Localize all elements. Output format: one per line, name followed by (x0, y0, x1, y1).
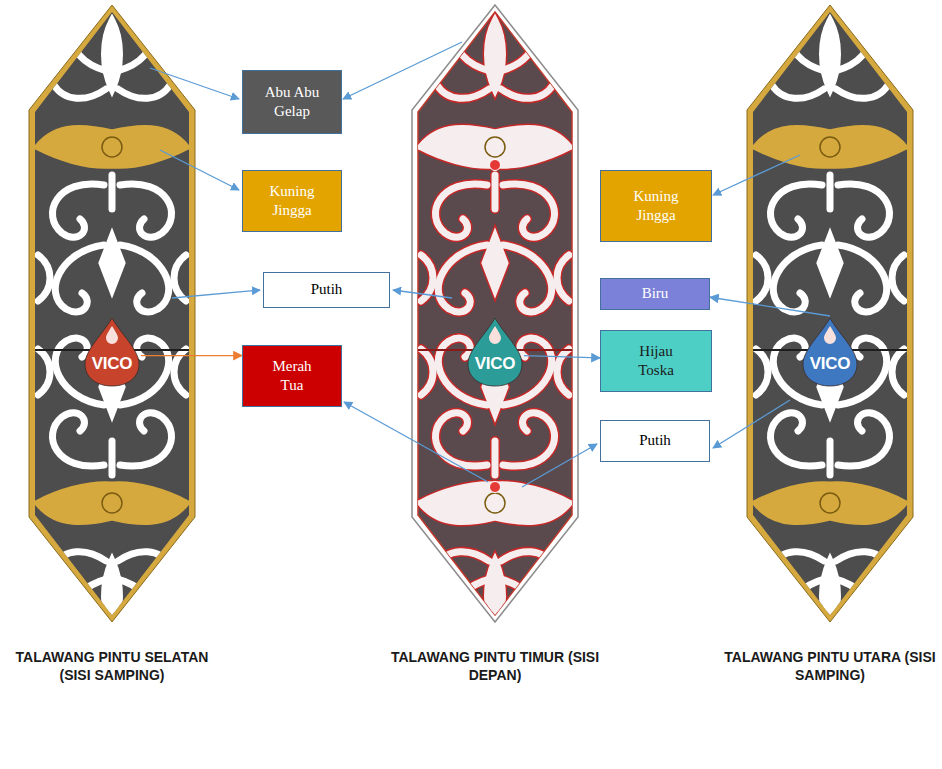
connector-arrow (710, 297, 830, 316)
drop-shape (83, 316, 141, 388)
shield-caption: TALAWANG PINTU TIMUR (SISI DEPAN) (385, 648, 605, 684)
color-name: Kuning Jingga (619, 187, 693, 226)
color-name: Hijau Toska (621, 342, 691, 381)
talawang-shield (29, 5, 195, 629)
leader-arrow (150, 68, 239, 99)
leader-arrow (344, 402, 488, 482)
color-box: Kuning Jingga (242, 170, 342, 232)
color-name: Putih (639, 431, 671, 451)
color-box: Hijau Toska (600, 330, 712, 392)
talawang-shield (747, 5, 913, 629)
leader-arrows (150, 42, 800, 487)
leader-arrow (393, 290, 452, 298)
color-box: Biru (600, 278, 710, 310)
logo-drop: VICO (466, 316, 524, 388)
color-name: Kuning Jingga (255, 182, 329, 221)
talawang-shield (412, 5, 578, 629)
color-name: Abu Abu Gelap (255, 83, 329, 122)
connector-arrow (524, 356, 600, 358)
shield-caption: TALAWANG PINTU SELATAN (SISI SAMPING) (2, 648, 222, 684)
leader-arrow (713, 155, 800, 195)
shield-caption: TALAWANG PINTU UTARA (SISI SAMPING) (720, 648, 940, 684)
leader-arrow (172, 290, 260, 298)
leader-arrow (713, 400, 790, 448)
logo-drop: VICO (83, 316, 141, 388)
color-box: Merah Tua (242, 345, 342, 407)
color-box: Abu Abu Gelap (242, 70, 342, 134)
logo-text: VICO (810, 355, 850, 372)
logo-text: VICO (92, 355, 132, 372)
color-box: Putih (600, 420, 710, 462)
drop-shape (466, 316, 524, 388)
logo-text: VICO (475, 355, 515, 372)
color-name: Merah Tua (261, 357, 323, 396)
connector-arrow (141, 355, 242, 356)
logo-drop: VICO (801, 316, 859, 388)
drop-shape (801, 316, 859, 388)
color-box: Kuning Jingga (600, 170, 712, 242)
leader-arrow (160, 150, 239, 190)
color-name: Biru (642, 284, 669, 304)
color-name: Putih (311, 280, 343, 300)
leader-arrow (522, 444, 597, 487)
color-box: Putih (263, 272, 390, 308)
leader-arrow (343, 42, 462, 99)
